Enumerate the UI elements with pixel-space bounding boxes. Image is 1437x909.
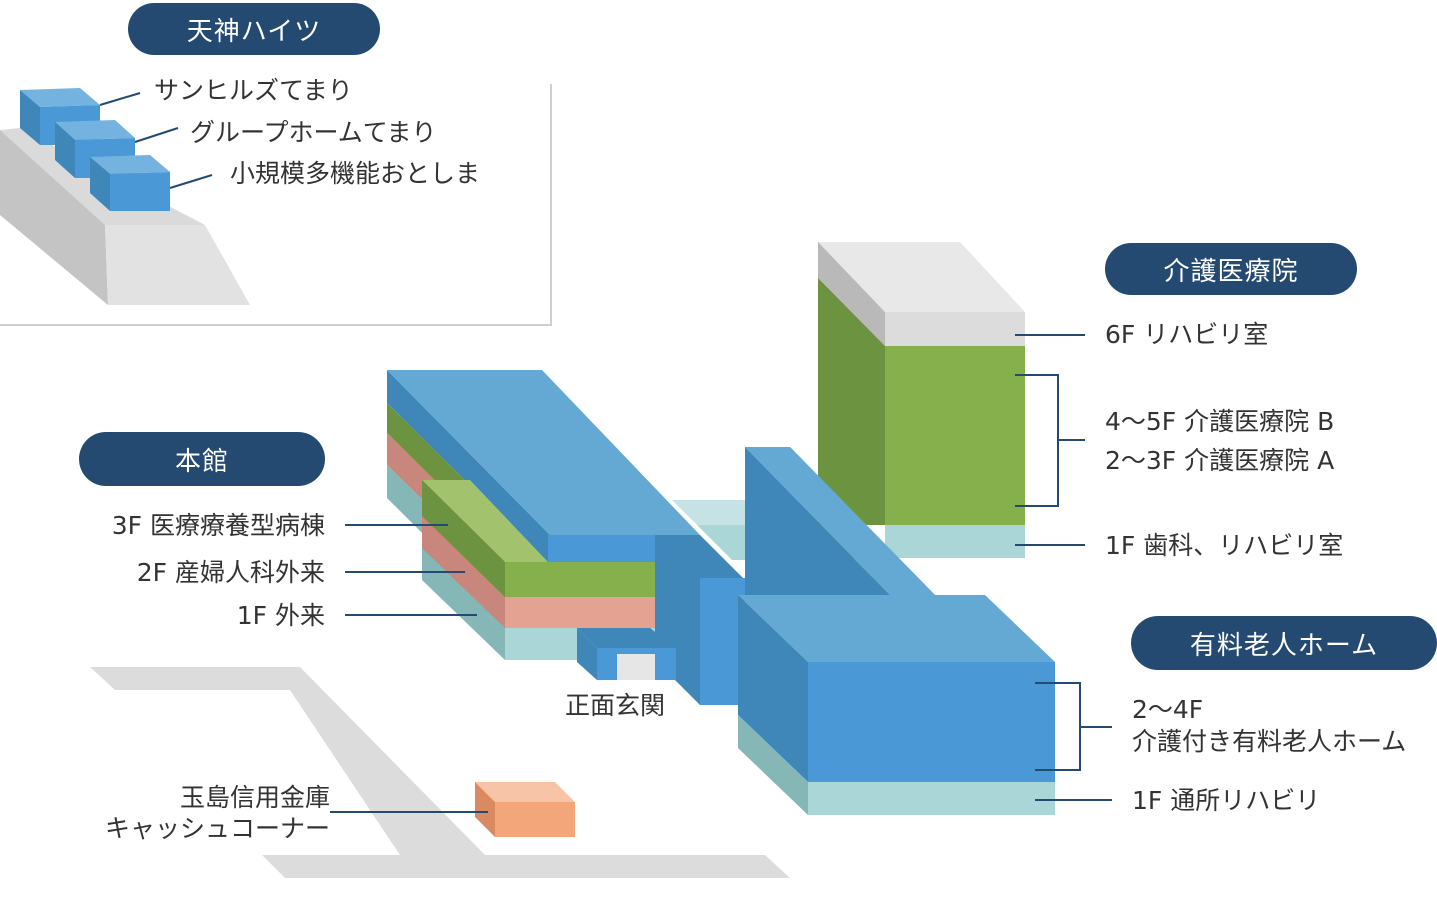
yuryo-floor-2-4f-desc: 介護付き有料老人ホーム <box>1132 727 1407 756</box>
connecting-corridor <box>672 500 745 560</box>
yuryo-title-badge: 有料老人ホーム <box>1131 616 1437 670</box>
tenjin-inset-frame <box>0 84 552 326</box>
kaigo-floor-6f: 6F リハビリ室 <box>1105 320 1269 349</box>
main-entrance-building <box>577 628 676 680</box>
kaigo-floor-1f: 1F 歯科、リハビリ室 <box>1105 531 1344 560</box>
honkan-floor-2f: 2F 産婦人科外来 <box>136 558 325 587</box>
yuryo-floor-2-4f: 2〜4F <box>1132 695 1204 724</box>
atm-building <box>475 782 575 837</box>
honkan-floor-1f: 1F 外来 <box>236 601 325 630</box>
honkan-building <box>387 370 745 705</box>
tenjin-item-sunhills: サンヒルズてまり <box>154 76 353 105</box>
kaigo-leader-lines <box>1015 334 1085 546</box>
kaigo-floor-4-5f: 4〜5F 介護医療院 B <box>1105 407 1335 436</box>
tenjin-leader-lines <box>99 92 213 189</box>
kaigo-title-badge: 介護医療院 <box>1105 243 1357 295</box>
tenjin-block-shokibo <box>90 155 170 211</box>
yuryo-leader-lines <box>1035 682 1112 801</box>
honkan-title-badge: 本館 <box>79 432 325 486</box>
kaigo-tower <box>818 242 1025 558</box>
tenjin-title-badge: 天神ハイツ <box>128 3 380 55</box>
tenjin-item-shokibo: 小規模多機能おとしま <box>230 159 481 188</box>
tenjin-item-grouphome: グループホームてまり <box>190 118 437 147</box>
main-entrance-label: 正面玄関 <box>565 691 666 720</box>
honkan-floor-3f: 3F 医療療養型病棟 <box>111 511 325 540</box>
yuryo-floor-1f: 1F 通所リハビリ <box>1132 786 1321 815</box>
atm-label-line2: キャッシュコーナー <box>104 814 330 843</box>
honkan-leader-lines <box>345 524 477 616</box>
atm-label-line1: 玉島信用金庫 <box>179 783 330 812</box>
roads <box>90 667 790 878</box>
yuryo-building <box>738 447 1055 815</box>
kaigo-floor-2-3f: 2〜3F 介護医療院 A <box>1105 446 1335 475</box>
